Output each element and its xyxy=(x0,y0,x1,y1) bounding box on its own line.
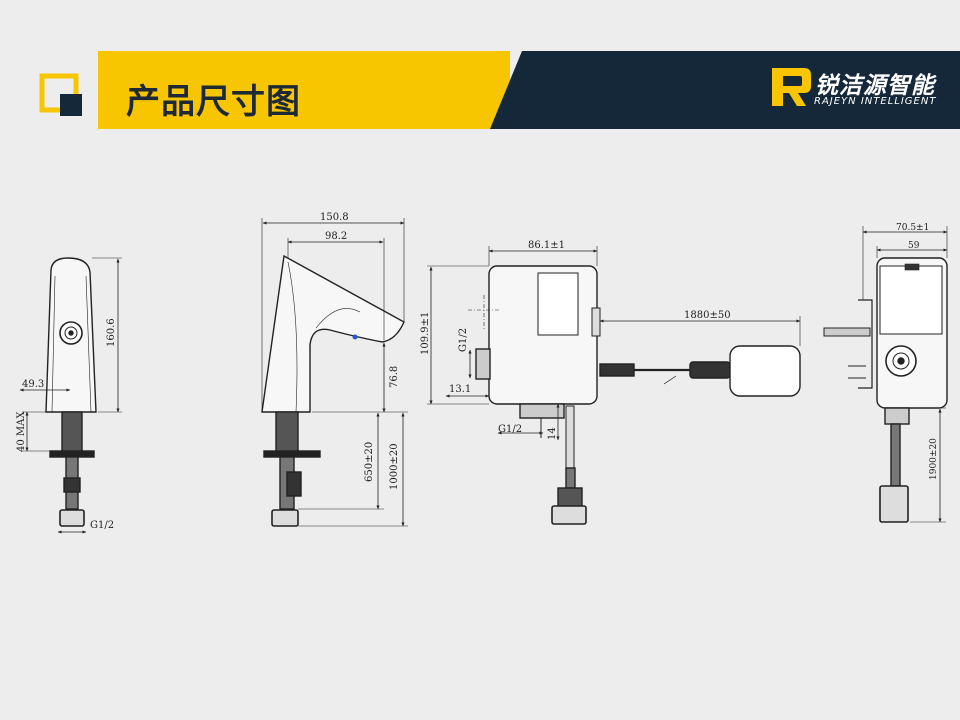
control-box-outlet xyxy=(519,403,565,419)
control-box-side-outlet xyxy=(884,407,910,425)
front-sensor-icon xyxy=(59,321,83,345)
control-box-side-hose-nut xyxy=(879,485,909,523)
side-body-line xyxy=(315,308,361,329)
side-spout-label: 98.2 xyxy=(325,231,347,242)
control-box-connector xyxy=(591,307,601,337)
side-hose-short-label: 650±20 xyxy=(364,442,375,482)
box-inlet-offset-label: 13.1 xyxy=(449,384,471,395)
control-box-inlet xyxy=(475,348,491,380)
header-graphics xyxy=(39,51,960,129)
control-box-hose-nut xyxy=(551,505,587,525)
side-box-hose-label: 1900±20 xyxy=(929,438,939,480)
wall-bracket xyxy=(858,299,873,389)
corner-square-fill xyxy=(60,94,82,116)
title-bar-slant xyxy=(470,51,510,129)
front-view xyxy=(19,257,122,534)
box-outlet-gap-label: 14 xyxy=(547,427,558,440)
side-thread-nut xyxy=(271,509,299,527)
side-body-line xyxy=(287,261,298,413)
front-mount-shank xyxy=(61,411,83,455)
box-inlet-thread-label: G1/2 xyxy=(458,328,469,352)
side-mount-shank xyxy=(275,411,299,455)
side-box-depth-label: 70.5±1 xyxy=(896,223,929,233)
side-box-inner-label: 59 xyxy=(908,241,920,251)
slide-header: 产品尺寸图 锐洁源智能 RAJEYN INTELLIGENT xyxy=(0,0,960,150)
side-valve-icon xyxy=(885,345,917,377)
front-height-label: 160.6 xyxy=(106,318,117,347)
side-hose-fitting xyxy=(286,471,302,497)
power-plug-connector xyxy=(689,361,731,379)
control-box-side-lid xyxy=(879,265,943,335)
side-spout-height-label: 76.8 xyxy=(389,366,400,388)
page-title: 产品尺寸图 xyxy=(126,82,301,122)
side-length-label: 150.8 xyxy=(320,212,349,223)
front-thread-label: G1/2 xyxy=(90,520,114,531)
control-box-side-hose xyxy=(890,423,901,487)
control-box-side xyxy=(823,226,948,523)
power-cable-strain-relief xyxy=(599,363,635,377)
brand-name-cn: 锐洁源智能 xyxy=(815,73,935,99)
mounting-screw-icon xyxy=(823,327,871,337)
control-box-centerline xyxy=(468,295,500,330)
front-hose-fitting xyxy=(63,477,81,493)
control-box-valve-stem xyxy=(565,405,575,469)
box-width-label: 86.1±1 xyxy=(528,240,565,251)
control-box-front xyxy=(427,246,801,525)
side-hose-long-label: 1000±20 xyxy=(389,443,400,490)
corner-square-outline xyxy=(39,73,79,113)
side-faucet-body xyxy=(261,254,405,413)
front-mount-label: 40 MAX xyxy=(16,411,27,452)
front-thread-nut xyxy=(59,509,85,527)
control-box-lid-window xyxy=(537,272,579,336)
brand-bar xyxy=(490,51,960,129)
control-box-hose xyxy=(565,467,576,489)
brand-name-en: RAJEYN INTELLIGENT xyxy=(814,96,937,107)
box-outlet-thread-label: G1/2 xyxy=(498,424,522,435)
power-adapter-body xyxy=(729,345,801,397)
side-view xyxy=(261,218,408,527)
control-box-side-tab xyxy=(904,263,920,271)
side-mount-nut xyxy=(263,450,321,458)
title-bar xyxy=(98,51,510,129)
box-cable-label: 1880±50 xyxy=(684,310,731,321)
side-indicator-led-icon xyxy=(352,334,358,340)
control-box-hose-fitting xyxy=(557,487,583,509)
r-letter-logo-icon xyxy=(772,68,811,106)
box-height-label: 109.9±1 xyxy=(420,312,431,355)
front-body-line xyxy=(85,275,92,413)
front-offset-label: 49.3 xyxy=(22,379,44,390)
front-mount-nut xyxy=(49,450,95,458)
